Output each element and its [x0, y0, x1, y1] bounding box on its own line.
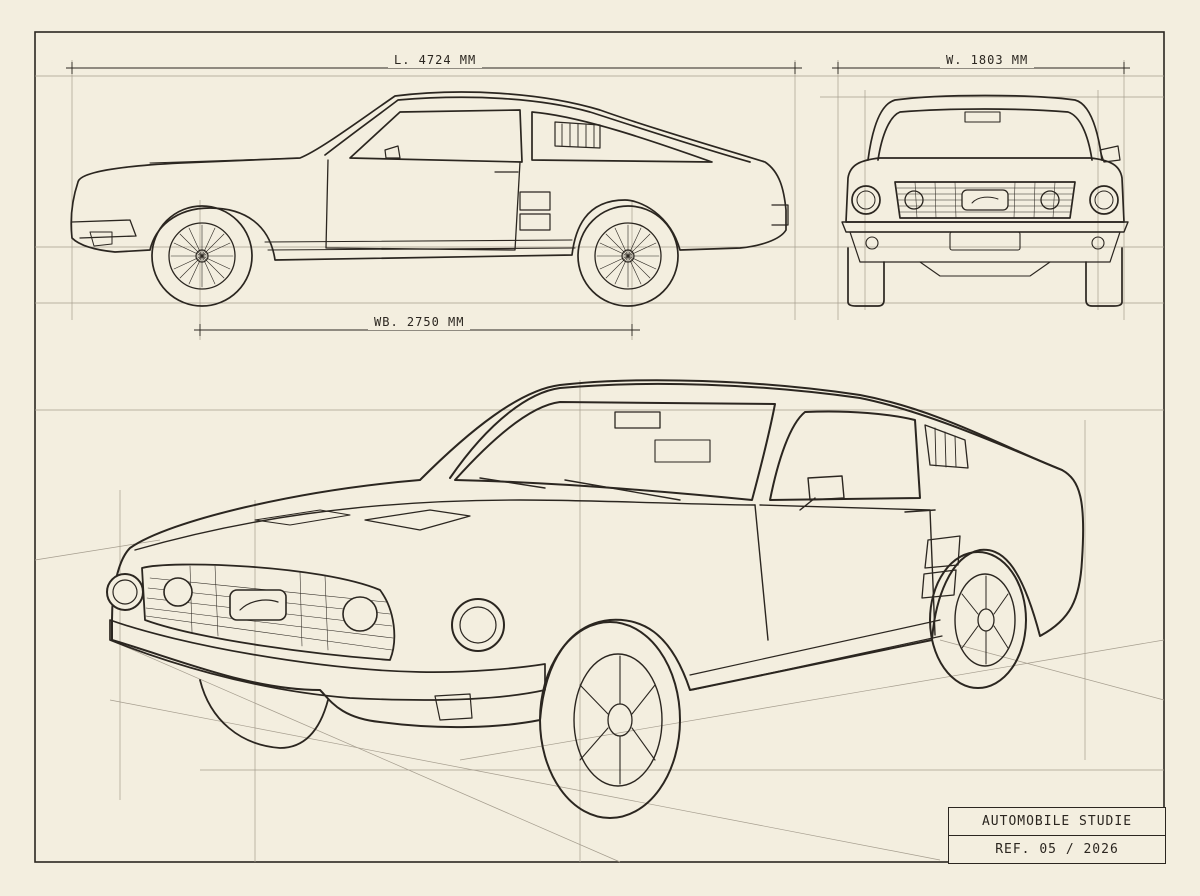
title-block: AUTOMOBILE STUDIE REF. 05 / 2026	[948, 807, 1166, 864]
perspective-front-bumper	[109, 619, 546, 701]
perspective-body-outline	[111, 379, 1085, 729]
front-view-badge	[961, 189, 1009, 211]
front-view-mirror	[1099, 145, 1121, 163]
side-view-rear-bumper	[771, 204, 789, 226]
title-block-title: AUTOMOBILE STUDIE	[981, 814, 1133, 829]
side-view-roofline	[324, 96, 751, 163]
side-view-door	[325, 159, 521, 251]
perspective-roof	[449, 382, 1063, 479]
dimension-lines	[66, 62, 1130, 336]
wheelbase-dimension-label: WB. 2750 MM	[368, 314, 471, 330]
front-view-headlight-left	[851, 185, 881, 215]
side-view-rocker-stripe	[264, 239, 576, 251]
perspective-fog-light-left	[163, 577, 193, 607]
perspective-front-wheel	[539, 621, 681, 819]
side-view-body-outline	[70, 91, 787, 261]
perspective-side-mirror	[807, 475, 845, 501]
side-view-car	[70, 91, 789, 307]
construction-lines	[34, 60, 1165, 863]
perspective-pony-badge	[229, 589, 287, 621]
perspective-view-car	[106, 379, 1085, 819]
perspective-hood-scoop	[364, 509, 471, 531]
side-view-vent	[554, 121, 601, 149]
perspective-grille	[141, 563, 396, 661]
perspective-hood-line	[134, 499, 756, 551]
perspective-front-left-tire	[199, 679, 329, 749]
front-view-tire-right	[1085, 247, 1123, 307]
front-view-roof	[867, 94, 1103, 161]
side-view-window	[349, 109, 523, 163]
perspective-wiper	[479, 477, 681, 501]
side-view-side-scoop	[519, 191, 551, 231]
perspective-windshield	[454, 401, 776, 501]
width-dimension-label: W. 1803 MM	[940, 52, 1035, 68]
side-view-rear-wheel	[577, 205, 679, 307]
sheet-frame	[34, 31, 1165, 863]
front-view-tire-left	[847, 247, 885, 307]
front-view-body	[845, 157, 1125, 223]
front-view-car	[841, 94, 1129, 307]
perspective-quarter-vent	[924, 424, 969, 469]
perspective-door	[754, 504, 936, 641]
title-block-reference: REF. 05 / 2026	[949, 835, 1165, 863]
front-view-windshield	[877, 108, 1093, 161]
front-view-bumper	[841, 221, 1129, 233]
front-view-headlight-right	[1089, 185, 1119, 215]
side-view-rear-window	[531, 111, 713, 163]
length-dimension-label: L. 4724 MM	[388, 52, 483, 68]
perspective-side-window	[769, 410, 921, 501]
side-view-hood-line	[149, 157, 301, 164]
perspective-side-stripe	[689, 619, 943, 691]
perspective-headlight-left	[106, 573, 144, 611]
side-view-front-wheel	[151, 205, 253, 307]
perspective-fog-light-right	[342, 596, 378, 632]
perspective-rearview-mirror	[614, 411, 661, 429]
perspective-rear-wheel	[929, 551, 1027, 689]
side-view-front-bumper	[71, 219, 137, 239]
